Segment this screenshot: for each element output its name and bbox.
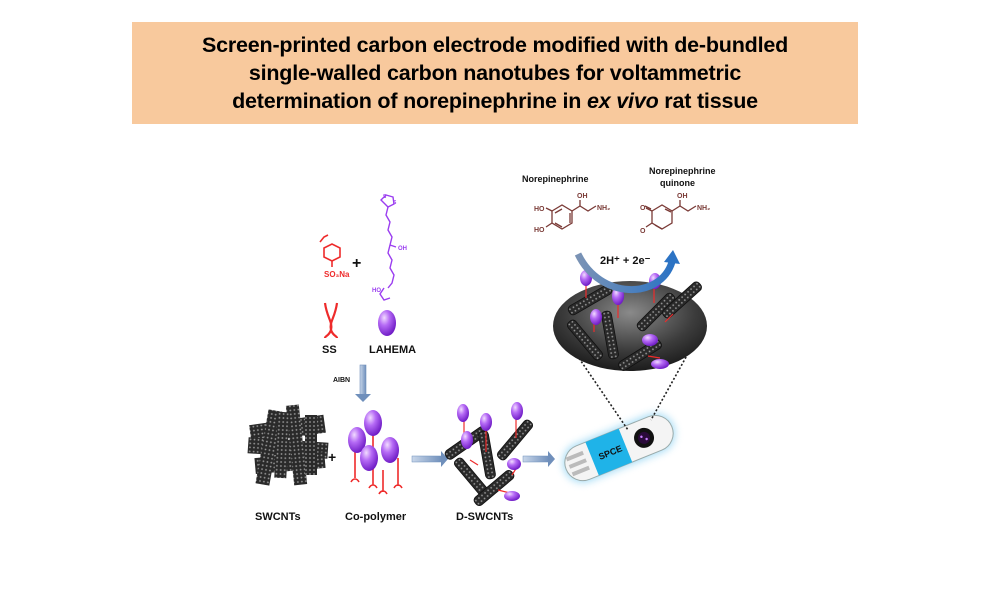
quinone-label-1: Norepinephrine — [649, 166, 716, 176]
redox-electrons-label: 2H⁺ + 2e⁻ — [600, 255, 651, 267]
process-arrow-2 — [522, 451, 555, 467]
ss-sulfonate-label: SO₃Na — [324, 270, 350, 279]
norepinephrine-structure — [545, 200, 597, 230]
quinone-o-1: O — [640, 205, 646, 212]
title-line-3-pre: determination of norepinephrine in — [232, 89, 588, 113]
electrode-surface-disk — [553, 270, 707, 373]
quinone-o-2: O — [640, 228, 646, 235]
lahema-icon — [378, 310, 396, 336]
copolymer-label: Co-polymer — [345, 511, 407, 523]
monomer-plus-sign: + — [352, 255, 361, 272]
lahema-s2: S — [393, 200, 397, 206]
quinone-nh2: NH₂ — [697, 205, 710, 212]
title-italic-ex-vivo: ex vivo — [587, 89, 659, 113]
ne-ho-1: HO — [534, 206, 545, 213]
title-box: Screen-printed carbon electrode modified… — [132, 22, 858, 124]
quinone-label-2: quinone — [660, 178, 695, 188]
ne-ho-2: HO — [534, 227, 545, 234]
ne-nh2: NH₂ — [597, 205, 610, 212]
copolymer-icon — [348, 410, 403, 495]
title-line-2: single-walled carbon nanotubes for volta… — [248, 61, 742, 85]
process-arrow-1 — [411, 451, 448, 467]
dswcnts-icon — [443, 402, 535, 508]
ss-structure — [319, 234, 341, 267]
title-line-3: determination of norepinephrine in ex vi… — [232, 87, 758, 115]
lahema-label: LAHEMA — [369, 344, 416, 356]
aibn-label: AIBN — [333, 377, 350, 384]
title-line-1: Screen-printed carbon electrode modified… — [201, 33, 789, 57]
ss-label: SS — [322, 344, 337, 356]
redox-curved-arrow — [574, 252, 676, 294]
lahema-oh: OH — [398, 246, 407, 252]
title-line-3-post: rat tissue — [658, 89, 758, 113]
quinone-structure — [644, 200, 697, 230]
ne-oh: OH — [577, 193, 588, 200]
quinone-oh: OH — [677, 193, 688, 200]
lahema-structure — [379, 194, 397, 301]
aibn-arrow — [355, 364, 371, 402]
swcnts-label: SWCNTs — [255, 511, 301, 523]
dswcnts-label: D-SWCNTs — [456, 511, 513, 523]
norepinephrine-label: Norepinephrine — [522, 174, 589, 184]
swcnt-bundle-icon — [247, 404, 329, 486]
redox-arrow-head — [664, 250, 680, 264]
lahema-s1: S — [383, 194, 387, 200]
ss-icon — [323, 302, 339, 339]
swcnt-plus-sign: + — [328, 449, 336, 465]
spce-electrode: SPCE — [562, 413, 676, 483]
lahema-ho: HO — [372, 288, 381, 294]
